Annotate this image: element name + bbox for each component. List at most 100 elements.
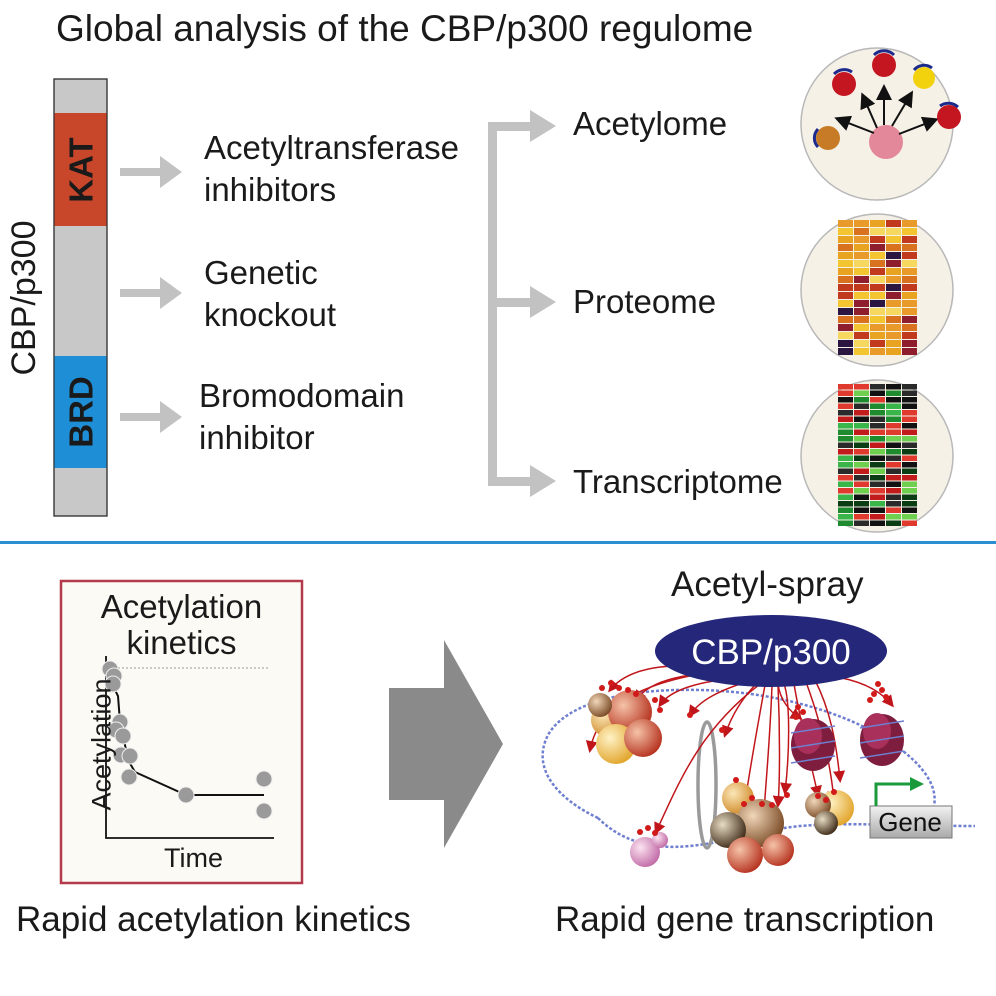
perturbation-brd-line1: Bromodomain bbox=[199, 377, 405, 414]
heatmap-cell bbox=[838, 308, 853, 315]
perturbation-knockout-line2: knockout bbox=[204, 296, 337, 333]
tss-arrow bbox=[874, 782, 912, 806]
heatmap-cell bbox=[838, 260, 853, 267]
heatmap-cell bbox=[854, 300, 869, 307]
heatmap-cell bbox=[854, 292, 869, 299]
heatmap-cell bbox=[902, 397, 917, 403]
heatmap-cell bbox=[902, 455, 917, 461]
heatmap-cell bbox=[886, 268, 901, 275]
heatmap-cell bbox=[838, 276, 853, 283]
heatmap-cell bbox=[870, 397, 885, 403]
heatmap-cell bbox=[902, 436, 917, 442]
heatmap-cell bbox=[854, 468, 869, 474]
heatmap-cell bbox=[886, 340, 901, 347]
heatmap-cell bbox=[886, 397, 901, 403]
heatmap-cell bbox=[838, 316, 853, 323]
heatmap-cell bbox=[870, 520, 885, 526]
heatmap-cell bbox=[870, 268, 885, 275]
heatmap-cell bbox=[902, 481, 917, 487]
kinetics-title-line2: kinetics bbox=[126, 624, 237, 661]
heatmap-cell bbox=[886, 384, 901, 390]
heatmap-cell bbox=[902, 324, 917, 331]
heatmap-cell bbox=[870, 423, 885, 429]
heatmap-cell bbox=[870, 501, 885, 507]
heatmap-cell bbox=[854, 284, 869, 291]
brd-label: BRD bbox=[63, 376, 100, 448]
heatmap-cell bbox=[870, 260, 885, 267]
heatmap-cell bbox=[902, 403, 917, 409]
heatmap-cell bbox=[886, 390, 901, 396]
heatmap-cell bbox=[870, 284, 885, 291]
section-divider bbox=[0, 541, 996, 544]
heatmap-cell bbox=[838, 340, 853, 347]
heatmap-cell bbox=[838, 403, 853, 409]
heatmap-cell bbox=[902, 384, 917, 390]
heatmap-cell bbox=[870, 449, 885, 455]
heatmap-cell bbox=[902, 520, 917, 526]
arrow-knockout bbox=[120, 277, 182, 309]
heatmap-cell bbox=[838, 468, 853, 474]
heatmap-cell bbox=[886, 316, 901, 323]
heatmap-cell bbox=[886, 348, 901, 355]
heatmap-cell bbox=[870, 300, 885, 307]
omic-acetylome: Acetylome bbox=[573, 105, 728, 142]
heatmap-cell bbox=[870, 308, 885, 315]
acetylome-illustration bbox=[800, 47, 961, 201]
heatmap-cell bbox=[854, 429, 869, 435]
heatmap-cell bbox=[902, 276, 917, 283]
heatmap-cell bbox=[854, 410, 869, 416]
caption-right: Rapid gene transcription bbox=[555, 900, 935, 939]
gene-box bbox=[869, 805, 953, 839]
heatmap-cell bbox=[886, 429, 901, 435]
heatmap-cell bbox=[886, 436, 901, 442]
heatmap-cell bbox=[838, 416, 853, 422]
heatmap-cell bbox=[886, 455, 901, 461]
heatmap-cell bbox=[870, 252, 885, 259]
heatmap-cell bbox=[902, 284, 917, 291]
heatmap-cell bbox=[854, 324, 869, 331]
heatmap-cell bbox=[870, 332, 885, 339]
heatmap-cell bbox=[902, 220, 917, 227]
heatmap-cell bbox=[838, 268, 853, 275]
heatmap-cell bbox=[854, 236, 869, 243]
kat-label: KAT bbox=[63, 137, 100, 202]
heatmap-cell bbox=[870, 481, 885, 487]
perturbation-kat-line1: Acetyltransferase bbox=[204, 129, 459, 166]
heatmap-cell bbox=[886, 442, 901, 448]
heatmap-cell bbox=[854, 340, 869, 347]
heatmap-cell bbox=[902, 300, 917, 307]
heatmap-cell bbox=[902, 244, 917, 251]
heatmap-cell bbox=[870, 514, 885, 520]
heatmap-cell bbox=[854, 520, 869, 526]
heatmap-cell bbox=[854, 436, 869, 442]
heatmap-cell bbox=[902, 468, 917, 474]
heatmap-cell bbox=[902, 268, 917, 275]
kinetics-panel bbox=[59, 579, 304, 885]
heatmap-cell bbox=[886, 260, 901, 267]
cohesin-ring bbox=[696, 720, 718, 850]
heatmap-cell bbox=[838, 348, 853, 355]
heatmap-cell bbox=[854, 423, 869, 429]
heatmap-cell bbox=[838, 436, 853, 442]
heatmap-cell bbox=[886, 449, 901, 455]
heatmap-cell bbox=[886, 488, 901, 494]
complex-top-left bbox=[588, 690, 662, 764]
heatmap-cell bbox=[838, 520, 853, 526]
heatmap-cell bbox=[902, 292, 917, 299]
protein-label: CBP/p300 bbox=[5, 221, 43, 376]
perturbation-kat-line2: inhibitors bbox=[204, 171, 337, 208]
heatmap-cell bbox=[902, 416, 917, 422]
heatmap-cell bbox=[854, 455, 869, 461]
heatmap-cell bbox=[838, 494, 853, 500]
heatmap-cell bbox=[854, 449, 869, 455]
heatmap-cell bbox=[854, 316, 869, 323]
heatmap-cell bbox=[870, 436, 885, 442]
heatmap-cell bbox=[838, 244, 853, 251]
heatmap-cell bbox=[886, 475, 901, 481]
heatmap-cell bbox=[854, 268, 869, 275]
heatmap-cell bbox=[902, 429, 917, 435]
heatmap-cell bbox=[870, 455, 885, 461]
acetyl-spray-title: Acetyl-spray bbox=[671, 565, 864, 604]
heatmap-cell bbox=[870, 429, 885, 435]
heatmap-cell bbox=[902, 410, 917, 416]
